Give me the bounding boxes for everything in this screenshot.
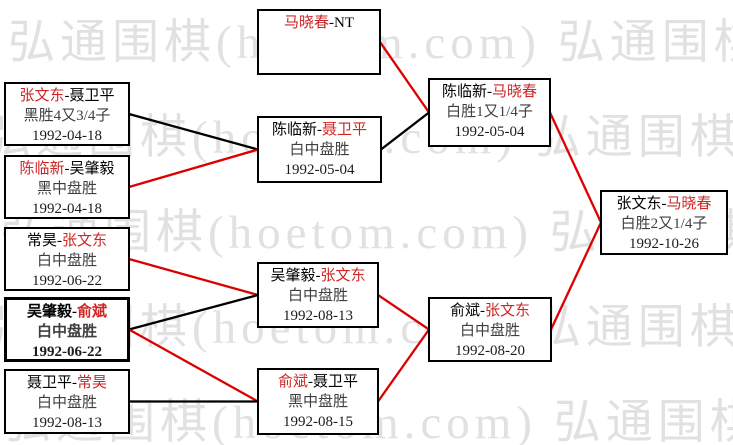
player-name: -聂卫平 [64,88,115,104]
players-line: 常昊-张文东 [6,231,128,251]
date-line: 1992-04-18 [32,201,102,217]
connector-line [548,112,603,223]
player-name: -吴肇毅 [64,161,115,177]
winner-name: 聂卫平 [321,122,367,138]
result-line: 白中盘胜 [36,324,97,340]
players-line: 俞斌-张文东 [430,301,550,321]
match-box-b10[interactable]: 陈临新-马晓春 白胜1又1/4子 1992-05-04 [428,78,551,147]
players-line: 陈临新-聂卫平 [259,120,380,140]
players-line: 俞斌-聂卫平 [259,372,377,392]
player-name: 陈临新- [271,122,322,138]
result-line: 黑中盘胜 [36,181,97,197]
result-line: 白胜1又1/4子 [446,104,533,120]
match-box-b12[interactable]: 张文东-马晓春 白胜2又1/4子 1992-10-26 [600,190,728,255]
winner-name: 张文东 [484,303,530,319]
connector-line [377,328,430,403]
player-name: -NT [329,15,354,31]
date-line: 1992-05-04 [284,162,355,178]
player-name: 陈临新- [441,84,492,100]
winner-name: 马晓春 [491,84,537,100]
winner-name: 张文东 [61,233,107,249]
match-box-b2[interactable]: 陈临新-吴肇毅 黑中盘胜 1992-04-18 [4,155,130,219]
date-line: 1992-08-13 [32,415,102,431]
match-box-b3[interactable]: 常昊-张文东 白中盘胜 1992-06-22 [4,227,130,291]
winner-name: 陈临新 [19,161,65,177]
connector-line [379,41,430,114]
winner-name: 常昊 [76,375,107,391]
player-name: 吴肇毅- [270,268,321,284]
date-line: 1992-08-15 [283,414,353,430]
date-line: 1992-04-18 [32,128,102,144]
winner-name: 张文东 [19,88,65,104]
match-box-b9[interactable]: 俞斌-聂卫平 黑中盘胜 1992-08-15 [257,368,379,435]
match-box-b6[interactable]: 马晓春-NT [257,9,381,75]
connector-line [128,112,259,151]
result-line: 白中盘胜 [36,395,97,411]
date-line: 1992-10-26 [629,236,699,252]
date-line: 1992-06-22 [32,344,102,360]
player-name: 张文东- [616,196,667,212]
players-line: 陈临新-马晓春 [430,82,549,102]
result-line: 白胜2又1/4子 [620,216,708,232]
match-box-b4[interactable]: 吴肇毅-俞斌 白中盘胜 1992-06-22 [4,297,130,362]
connector-line [128,293,259,331]
result-line: 黑中盘胜 [287,394,348,410]
date-line: 1992-05-04 [454,124,525,140]
players-line: 马晓春-NT [259,13,379,33]
result-line: 白中盘胜 [289,142,350,158]
match-box-b1[interactable]: 张文东-聂卫平 黑胜4又3/4子 1992-04-18 [4,82,130,146]
players-line: 聂卫平-常昊 [6,373,128,393]
connector-line [128,257,259,297]
player-name: 俞斌- [449,303,485,319]
players-line: 吴肇毅-俞斌 [7,302,127,322]
winner-name: 张文东 [320,268,366,284]
winner-name: 俞斌 [277,374,308,390]
connector-line [128,148,259,189]
winner-name: 马晓春 [666,196,712,212]
result-line: 白中盘胜 [459,323,520,339]
players-line: 张文东-马晓春 [602,194,726,214]
players-line: 陈临新-吴肇毅 [6,159,128,179]
winner-name: 马晓春 [283,15,329,31]
match-box-b11[interactable]: 俞斌-张文东 白中盘胜 1992-08-20 [428,297,552,362]
match-box-b5[interactable]: 聂卫平-常昊 白中盘胜 1992-08-13 [4,369,130,434]
player-name: -聂卫平 [308,374,358,390]
winner-name: 俞斌 [76,304,107,320]
connector-line [128,328,259,403]
connector-line [377,294,430,331]
connector-line [380,111,430,151]
match-box-b7[interactable]: 陈临新-聂卫平 白中盘胜 1992-05-04 [257,116,382,183]
connector-line [549,222,603,330]
date-line: 1992-06-22 [32,273,102,289]
date-line: 1992-08-13 [283,308,353,324]
date-line: 1992-08-20 [455,343,525,359]
player-name: 常昊- [26,233,62,249]
player-name: 聂卫平- [26,375,77,391]
players-line: 张文东-聂卫平 [6,86,128,106]
result-line: 白中盘胜 [36,253,97,269]
player-name: 吴肇毅- [26,304,77,320]
result-line: 黑胜4又3/4子 [23,108,111,124]
players-line: 吴肇毅-张文东 [259,266,377,286]
match-box-b8[interactable]: 吴肇毅-张文东 白中盘胜 1992-08-13 [257,262,379,328]
result-line: 白中盘胜 [287,288,348,304]
